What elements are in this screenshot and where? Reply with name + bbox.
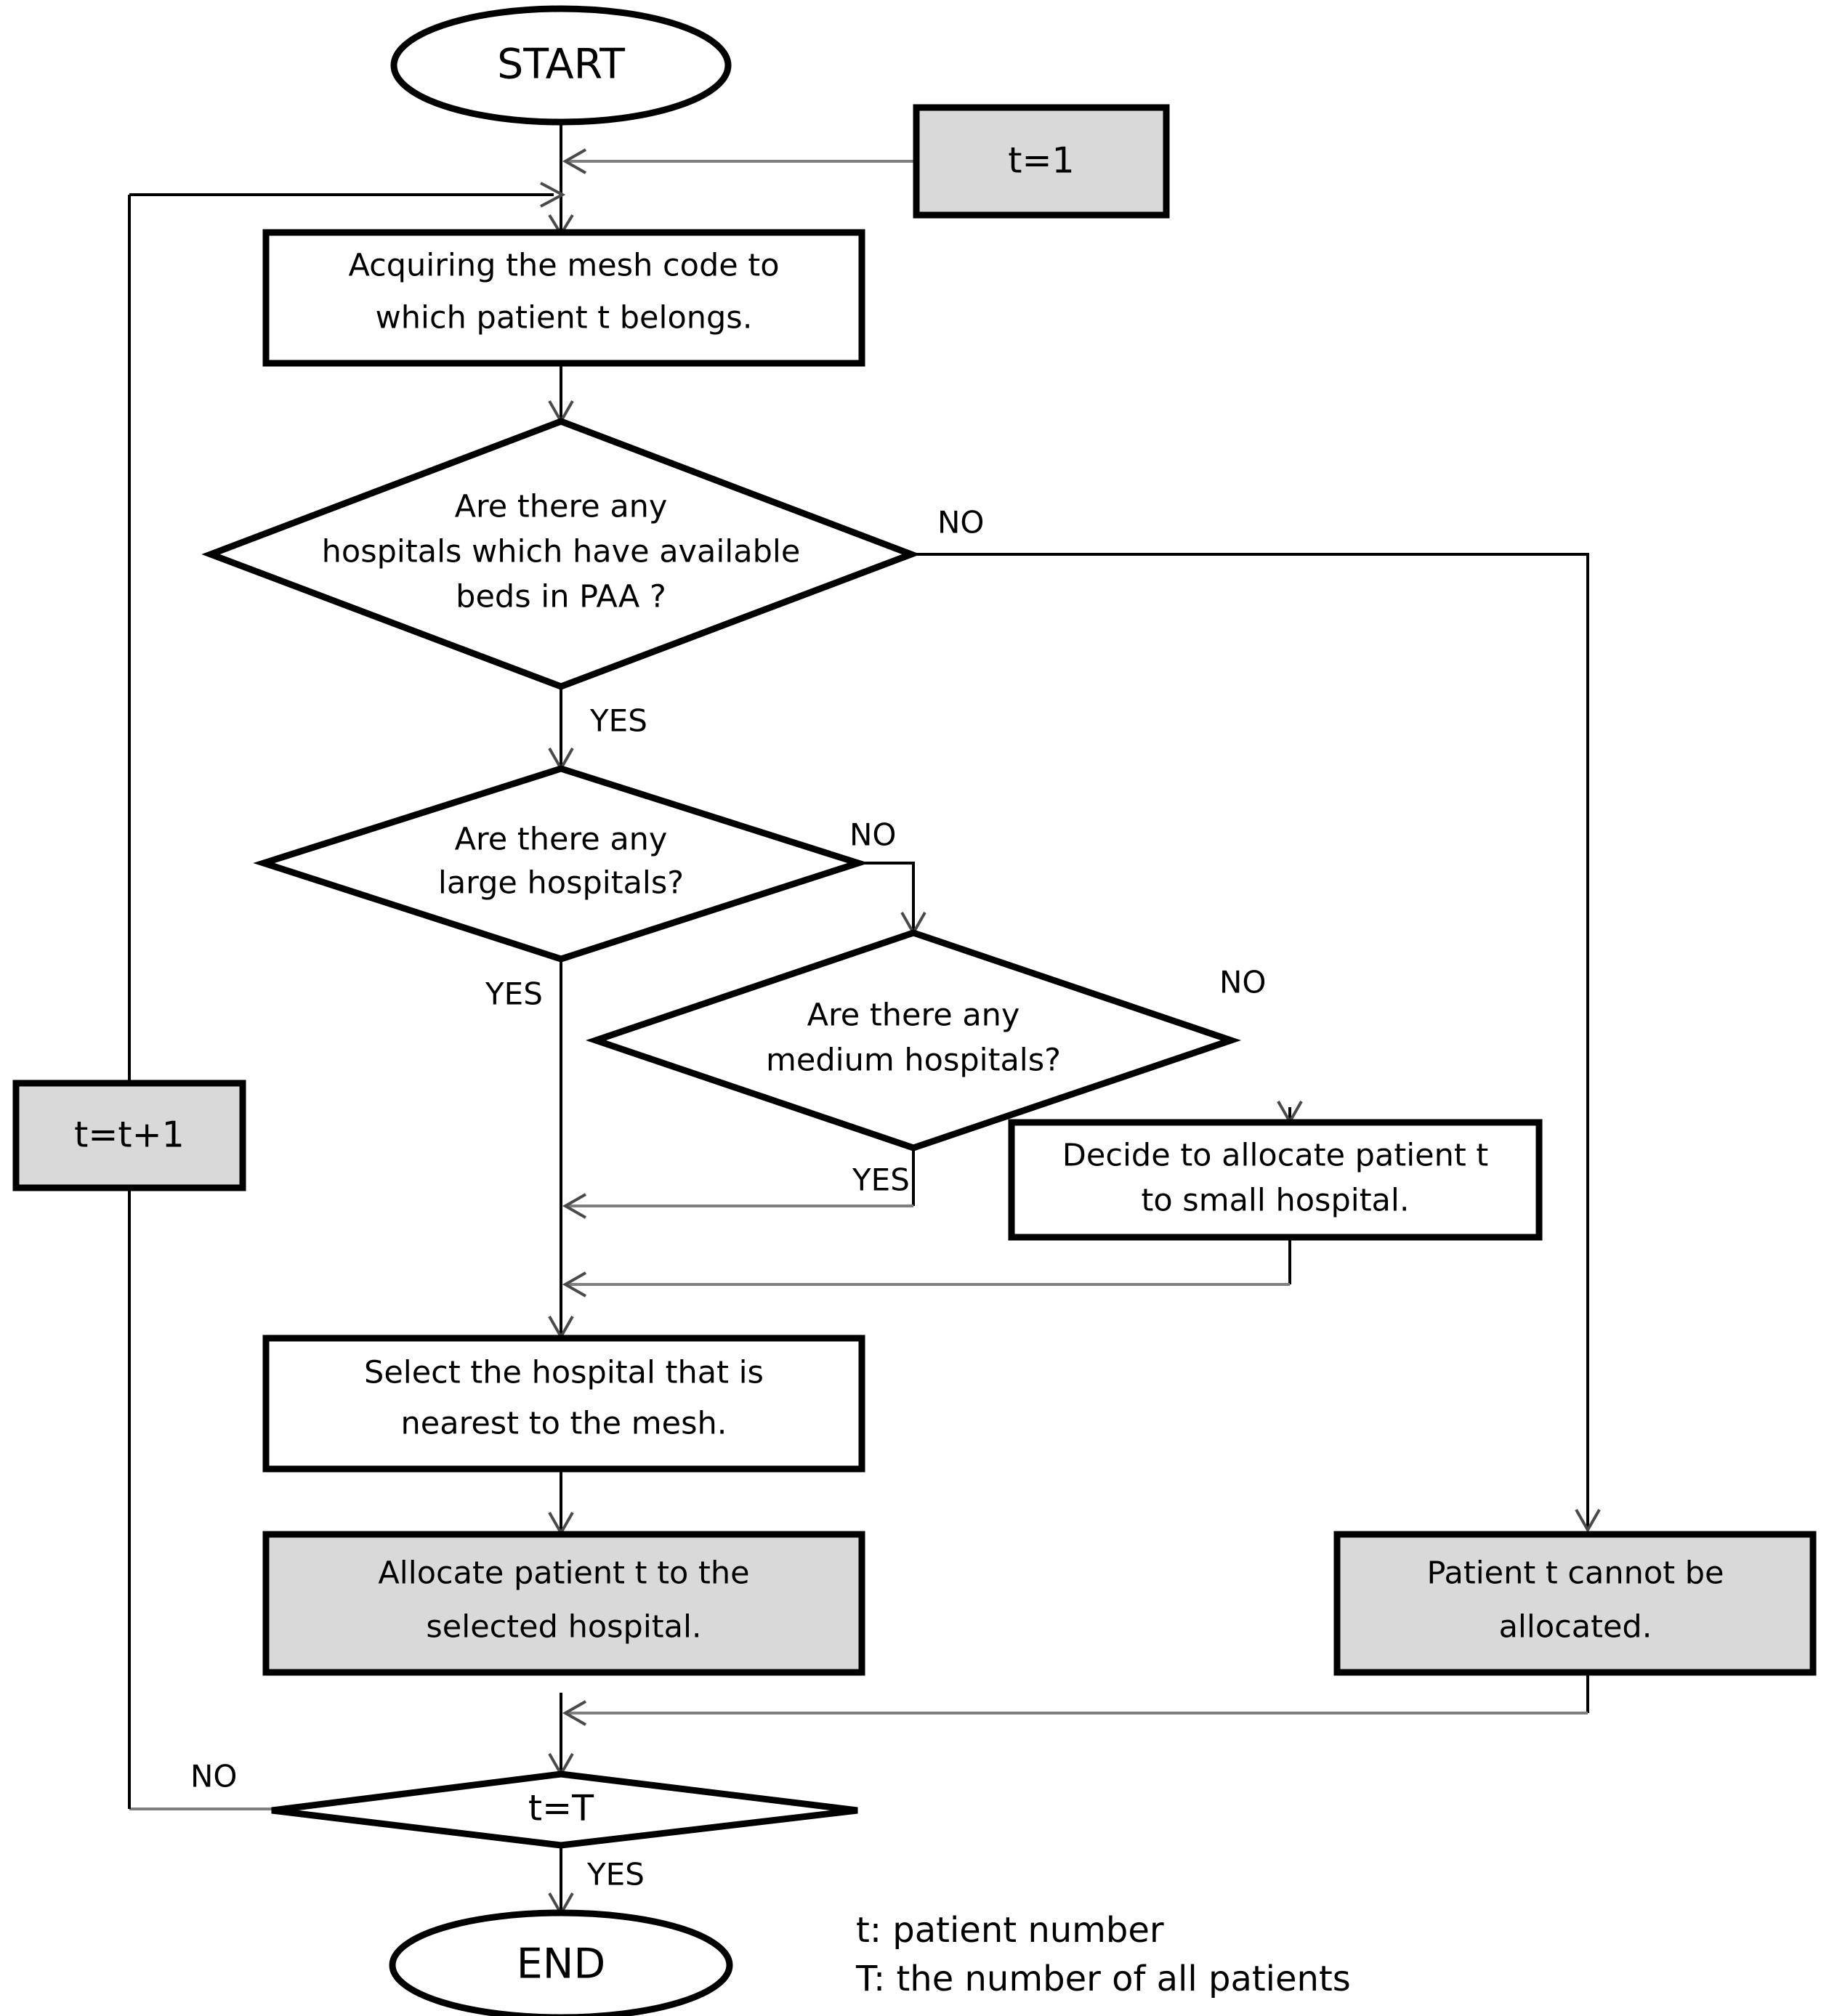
large-hospitals-line1: Are there any [455,822,668,858]
acquire-mesh-rect [262,229,865,367]
node-allocate-patient[interactable]: Allocate patient t to the selected hospi… [262,1531,865,1676]
arrowhead-small-merge [562,1271,586,1298]
select-nearest-line2: nearest to the mesh. [401,1406,727,1442]
node-select-nearest[interactable]: Select the hospital that is nearest to t… [262,1335,865,1473]
loop-check-diamond [271,1770,858,1849]
node-end[interactable]: END [389,1909,733,2016]
t-increment-label: t=t+1 [74,1114,185,1156]
beds-available-line2: hospitals which have available [322,534,801,570]
large-hospitals-line2: large hospitals? [438,865,684,902]
acquire-mesh-line2: which patient t belongs. [376,300,753,336]
branch-label-loop-no: NO [190,1759,237,1794]
branch-label-medium-yes: YES [852,1162,910,1198]
node-medium-hospitals[interactable]: Are there any medium hospitals? [585,929,1242,1151]
cannot-allocate-line1: Patient t cannot be [1426,1555,1724,1592]
branch-label-large-no: NO [849,817,896,853]
allocate-small-line1: Decide to allocate patient t [1062,1138,1488,1174]
node-acquire-mesh[interactable]: Acquiring the mesh code to which patient… [262,229,865,367]
node-start[interactable]: START [390,5,732,126]
medium-hospitals-line2: medium hospitals? [766,1043,1061,1079]
branch-label-beds-yes: YES [589,703,647,739]
allocate-patient-rect [262,1531,865,1676]
node-large-hospitals[interactable]: Are there any large hospitals? [253,765,869,963]
branch-label-medium-no: NO [1219,965,1266,1000]
arrowhead-cannot-merge [562,1700,586,1726]
arrowhead-tinit [562,148,586,174]
node-t-increment[interactable]: t=t+1 [12,1080,246,1191]
acquire-mesh-line1: Acquiring the mesh code to [348,248,779,284]
t-increment-rect [12,1080,246,1191]
connector-large-no [858,862,915,931]
arrowhead-medium-yes [562,1193,586,1219]
legend-line-T: T: the number of all patients [855,1959,1351,1999]
cannot-allocate-rect [1333,1531,1817,1676]
connector-beds-no [911,553,1589,1529]
legend-line-t: t: patient number [856,1910,1164,1951]
start-ellipse [390,5,732,126]
select-nearest-line1: Select the hospital that is [364,1355,764,1391]
branch-label-loop-yes: YES [586,1857,645,1892]
node-loop-check[interactable]: t=T [271,1770,858,1849]
t-init-rect [913,104,1170,219]
medium-hospitals-line1: Are there any [807,997,1020,1034]
allocate-small-line2: to small hospital. [1141,1183,1409,1219]
end-ellipse [389,1909,733,2016]
loop-check-label: t=T [528,1788,594,1829]
node-cannot-allocate[interactable]: Patient t cannot be allocated. [1333,1531,1817,1676]
legend: t: patient number T: the number of all p… [855,1910,1351,1999]
allocate-patient-line2: selected hospital. [426,1609,701,1645]
branch-label-large-yes: YES [485,976,543,1012]
branch-label-beds-no: NO [937,505,984,541]
t-init-label: t=1 [1008,140,1074,182]
allocate-patient-line1: Allocate patient t to the [378,1555,749,1592]
node-allocate-small[interactable]: Decide to allocate patient t to small ho… [1008,1119,1543,1241]
medium-hospitals-diamond [585,929,1242,1151]
allocate-small-rect [1008,1119,1543,1241]
end-label: END [517,1940,606,1988]
arrowhead-cannot-allocate [1575,1509,1601,1534]
beds-available-line1: Are there any [455,489,668,525]
start-label: START [497,41,625,89]
arrowhead-loop-return [540,182,566,208]
beds-available-diamond [201,418,921,690]
large-hospitals-diamond [253,765,869,963]
node-t-init[interactable]: t=1 [913,104,1170,219]
cannot-allocate-line2: allocated. [1499,1609,1652,1645]
node-beds-available[interactable]: Are there any hospitals which have avail… [201,418,921,690]
select-nearest-rect [262,1335,865,1473]
beds-available-line3: beds in PAA ? [456,579,666,615]
